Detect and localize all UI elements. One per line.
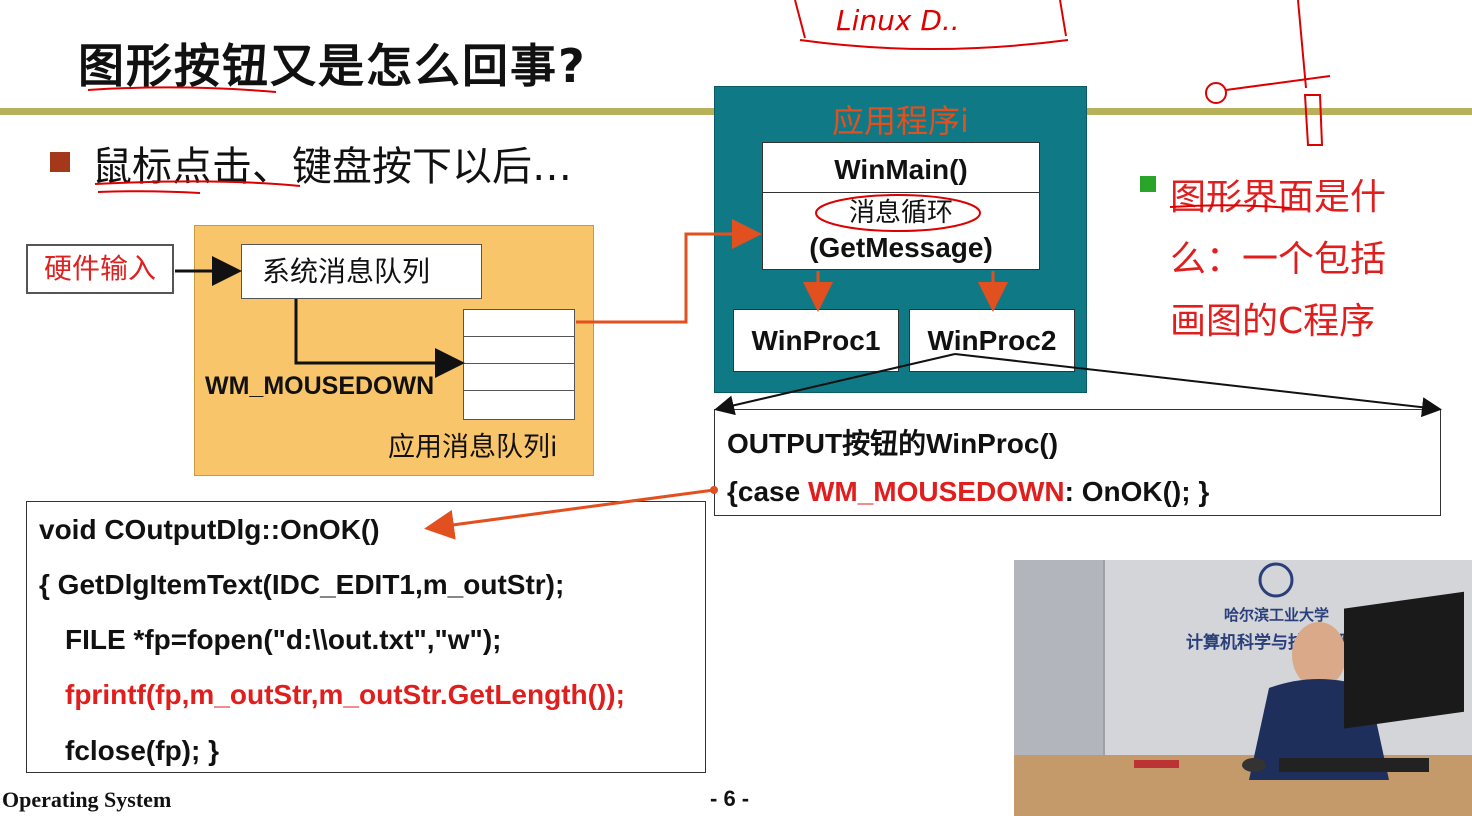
handwritten-note: Linux D..: [836, 4, 960, 37]
queue-slot: [464, 337, 574, 364]
code-line-highlight: fprintf(fp,m_outStr,m_outStr.GetLength()…: [65, 679, 625, 710]
desk-object: [1134, 760, 1179, 768]
hardware-input-box: 硬件输入: [26, 244, 174, 294]
arrow-queue-to-loop: [576, 219, 762, 324]
code-line: { GetDlgItemText(IDC_EDIT1,m_outStr);: [39, 569, 565, 600]
slide-title: 图形按钮又是怎么回事?: [78, 39, 587, 93]
handwritten-underline: [94, 180, 301, 187]
queue-slot: [464, 310, 574, 337]
handwritten-scribble: [1297, 0, 1324, 146]
case-message: WM_MOUSEDOWN: [807, 476, 1065, 507]
expand-line-left: [714, 353, 956, 416]
connector-dot: [710, 486, 718, 494]
wm-mousedown-label: WM_MOUSEDOWN: [205, 372, 435, 400]
square-bullet-icon: [50, 152, 70, 172]
side-note-line: 图形界面是什: [1170, 177, 1387, 218]
side-note-line: 么：一个包括: [1170, 239, 1387, 280]
footer-page-number: - 6 -: [710, 786, 750, 811]
monitor: [1344, 591, 1464, 729]
code-line: void COutputDlg::OnOK(): [39, 514, 380, 545]
application-title: 应用程序i: [832, 102, 969, 140]
handwritten-scribble: [1059, 0, 1067, 37]
handwritten-underline: [97, 190, 201, 194]
handwritten-circle: [815, 194, 981, 232]
video-sign-line1: 哈尔滨工业大学: [1224, 606, 1329, 624]
lecturer-head: [1292, 622, 1346, 688]
app-queue-label: 应用消息队列i: [388, 432, 558, 463]
code-line: fclose(fp); }: [65, 735, 219, 766]
green-bullet-icon: [1140, 176, 1156, 192]
handwritten-underline: [1169, 204, 1291, 209]
queue-slot: [464, 364, 574, 391]
handwritten-scribble: [799, 39, 1069, 50]
winproc1-box: WinProc1: [733, 309, 899, 372]
output-winproc-title: OUTPUT按钮的WinProc(): [727, 428, 1059, 459]
output-winproc-box: OUTPUT按钮的WinProc() {case WM_MOUSEDOWN: O…: [714, 409, 1441, 516]
handwritten-scribble: [794, 0, 806, 39]
expand-line-right: [954, 353, 1442, 418]
winmain-label: WinMain(): [763, 143, 1039, 193]
case-handler: : OnOK(); }: [1064, 476, 1210, 507]
code-box: void COutputDlg::OnOK() { GetDlgItemText…: [26, 501, 706, 773]
winmain-box: WinMain() 消息循环 (GetMessage): [762, 142, 1040, 270]
university-logo-icon: [1258, 562, 1294, 598]
footer-course-name: Operating System: [2, 787, 172, 812]
arrow-output-to-code: [424, 488, 715, 540]
handwritten-underline: [87, 86, 277, 93]
app-queue-stack: [463, 309, 575, 420]
mouse: [1242, 758, 1266, 772]
output-case-line: {case WM_MOUSEDOWN: OnOK(); }: [727, 476, 1209, 508]
case-prefix: {case: [727, 476, 808, 507]
handwritten-arrow: [1225, 75, 1331, 91]
system-queue-box: 系统消息队列: [241, 244, 482, 299]
video-scene: 哈尔滨工业大学 计算机科学与技术学院: [1014, 560, 1472, 816]
message-loop-label: 消息循环: [848, 198, 953, 228]
winproc2-box: WinProc2: [909, 309, 1075, 372]
lecturer-video: 哈尔滨工业大学 计算机科学与技术学院: [1014, 560, 1472, 816]
handwritten-circle: [1205, 82, 1227, 104]
side-note-line: 画图的C程序: [1170, 301, 1376, 342]
code-line: FILE *fp=fopen("d:\\out.txt","w");: [65, 624, 502, 655]
arrow-system-to-app-queue: [294, 299, 465, 378]
getmessage-label: (GetMessage): [809, 232, 993, 263]
keyboard: [1279, 758, 1429, 772]
